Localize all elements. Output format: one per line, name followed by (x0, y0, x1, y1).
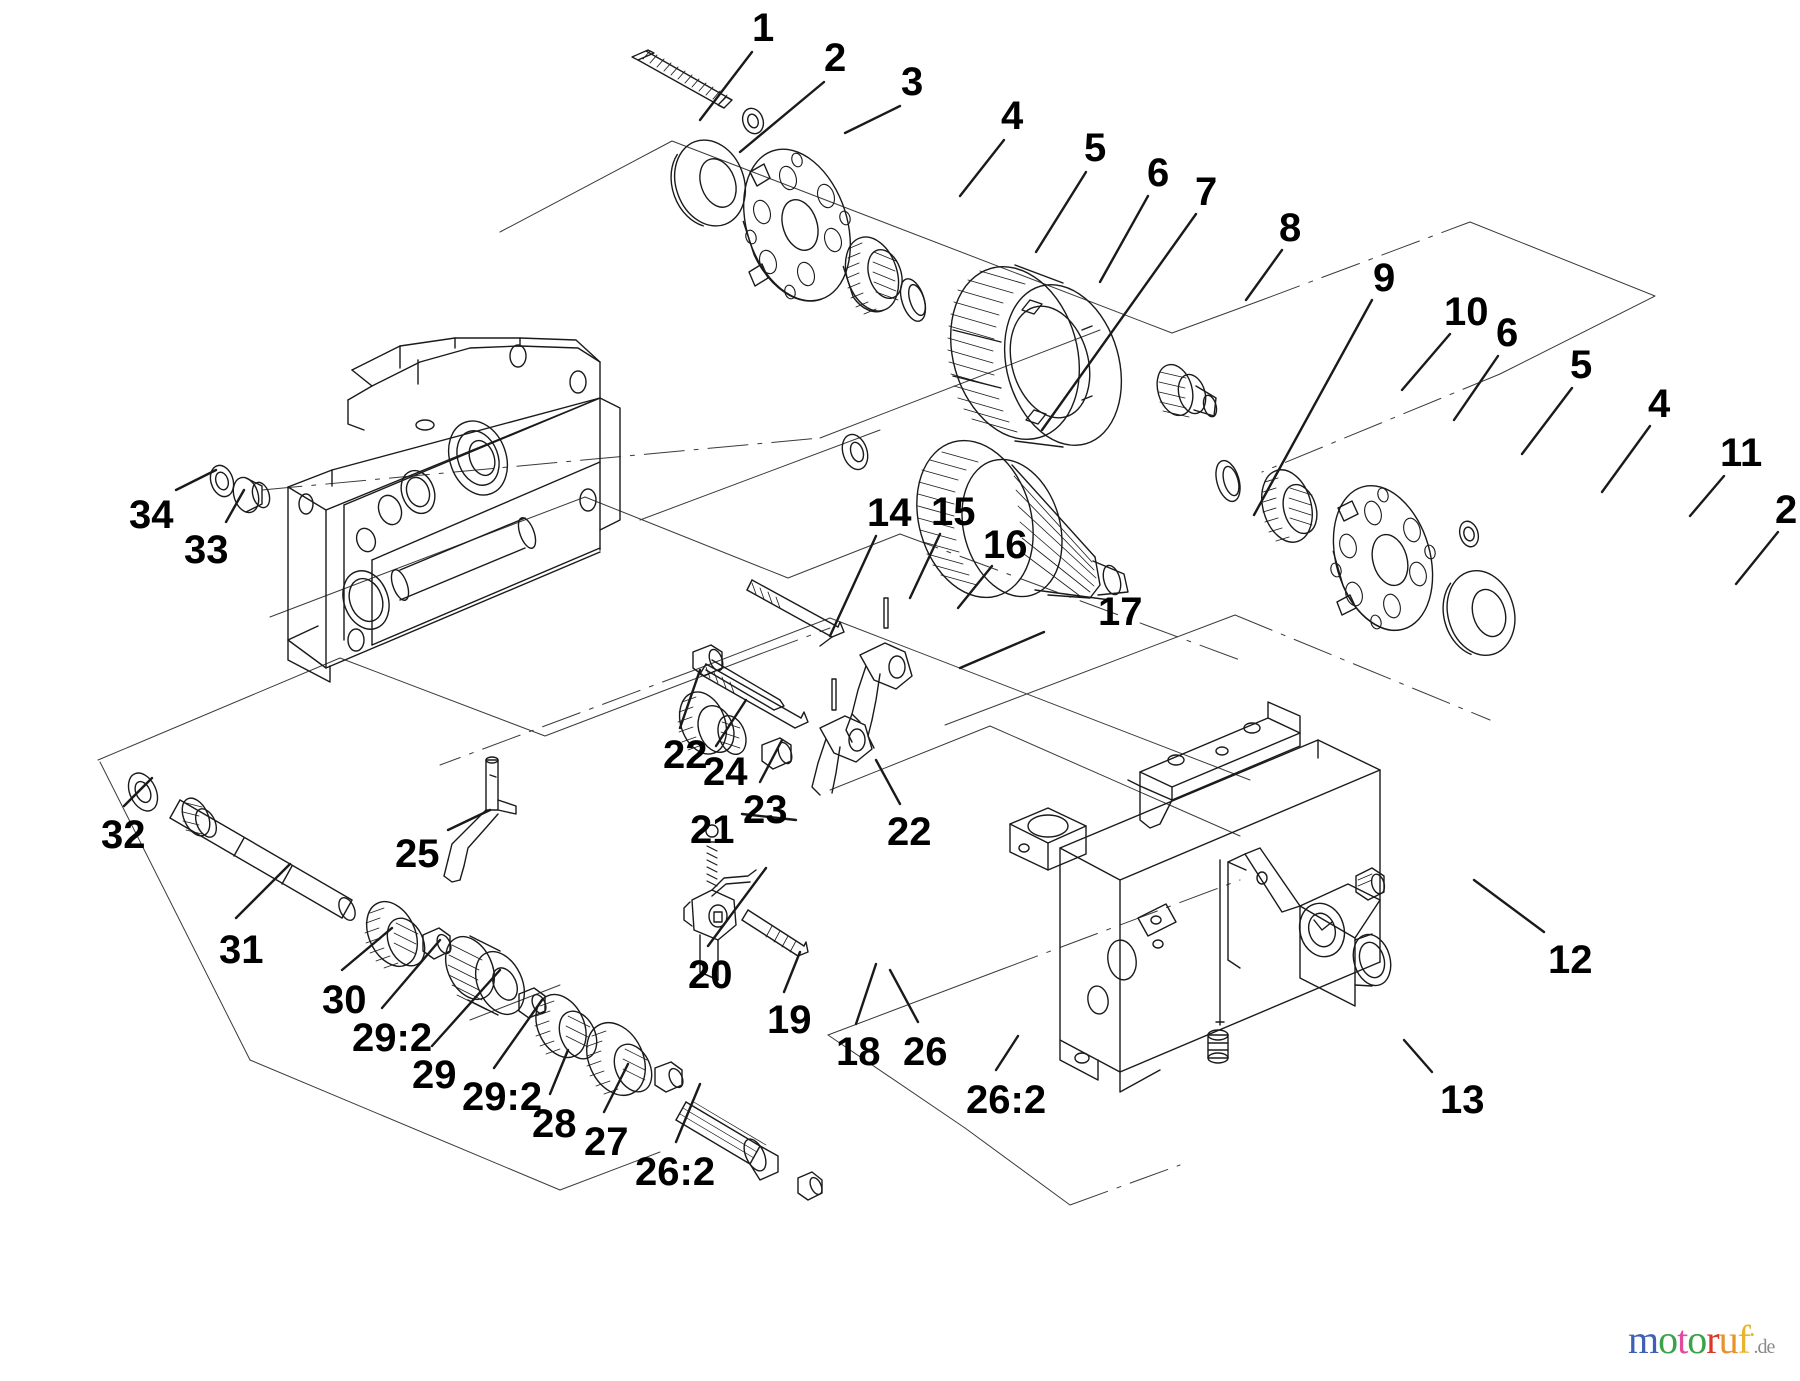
callout-6a: 6 (1147, 151, 1170, 195)
callout-2b: 2 (1775, 488, 1798, 532)
callout-29-2b: 29:2 (462, 1075, 543, 1119)
callout-26-2b: 26:2 (966, 1078, 1047, 1122)
callout-10: 10 (1444, 290, 1489, 334)
callout-5b: 5 (1570, 343, 1593, 387)
callout-15: 15 (931, 490, 976, 534)
callout-4b: 4 (1648, 382, 1671, 426)
callout-14: 14 (867, 491, 912, 535)
callout-13: 13 (1440, 1078, 1485, 1122)
callout-12: 12 (1548, 938, 1593, 982)
callout-27: 27 (584, 1120, 629, 1164)
callout-6b: 6 (1496, 311, 1519, 355)
callout-31: 31 (219, 928, 264, 972)
callout-24: 24 (703, 750, 748, 794)
watermark-dot-icon: • (1749, 1326, 1754, 1342)
callout-11: 11 (1720, 431, 1763, 475)
callout-34: 34 (129, 493, 174, 537)
watermark-letter-r: r (1706, 1317, 1719, 1362)
callout-25: 25 (395, 832, 440, 876)
callout-32: 32 (101, 813, 146, 857)
callout-5a: 5 (1084, 126, 1107, 170)
callout-26: 26 (903, 1030, 948, 1074)
watermark-letter-m: m (1628, 1317, 1659, 1362)
callout-30: 30 (322, 978, 367, 1022)
watermark-letter-o1: o (1658, 1317, 1678, 1362)
callout-7: 7 (1195, 170, 1218, 214)
watermark-letter-t: t (1677, 1317, 1688, 1362)
callout-28: 28 (532, 1102, 577, 1146)
callout-1: 1 (752, 6, 775, 50)
callout-18: 18 (836, 1030, 881, 1074)
callout-17: 17 (1098, 590, 1143, 634)
watermark-letter-o2: o (1687, 1317, 1707, 1362)
callout-22b: 22 (887, 810, 932, 854)
callout-19: 19 (767, 998, 812, 1042)
callout-21: 21 (690, 808, 735, 852)
callout-20: 20 (688, 953, 733, 997)
callout-23: 23 (743, 788, 788, 832)
watermark-letter-u: u (1718, 1317, 1739, 1362)
callout-8: 8 (1279, 206, 1302, 250)
watermark-motoruf: motoruf•.de (1628, 1317, 1775, 1362)
callout-3: 3 (901, 60, 924, 104)
callout-26-2a: 26:2 (635, 1150, 716, 1194)
callout-16: 16 (983, 523, 1028, 567)
callout-22a: 22 (663, 733, 708, 777)
callout-4a: 4 (1001, 94, 1024, 138)
callout-29-2a: 29:2 (352, 1016, 433, 1060)
callout-33: 33 (184, 528, 229, 572)
callout-9: 9 (1373, 256, 1396, 300)
watermark-letter-f: f (1737, 1317, 1751, 1362)
watermark-suffix: .de (1753, 1336, 1775, 1358)
callout-29: 29 (412, 1053, 457, 1097)
callout-2a: 2 (824, 36, 847, 80)
